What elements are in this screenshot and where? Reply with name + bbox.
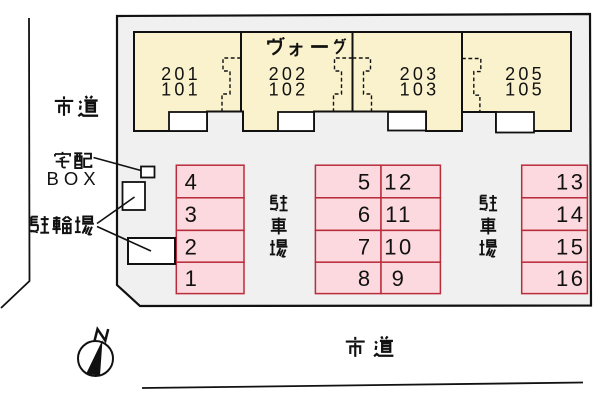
svg-text:12: 12 [384,170,413,195]
svg-text:2: 2 [185,234,200,259]
svg-text:202: 202 [269,64,309,84]
svg-text:105: 105 [505,80,545,100]
svg-text:205: 205 [505,64,545,84]
svg-text:16: 16 [556,266,585,291]
svg-text:14: 14 [556,202,585,227]
svg-text:102: 102 [269,80,309,100]
svg-text:7: 7 [358,234,373,259]
svg-text:5: 5 [358,170,373,195]
svg-text:3: 3 [185,202,200,227]
svg-text:10: 10 [384,234,413,259]
svg-text:201: 201 [161,64,201,84]
svg-text:13: 13 [556,170,585,195]
svg-text:BOX: BOX [47,168,101,189]
svg-text:9: 9 [392,266,407,291]
svg-text:4: 4 [185,170,200,195]
svg-text:15: 15 [556,234,585,259]
svg-text:1: 1 [185,266,200,291]
svg-text:103: 103 [400,80,440,100]
svg-text:11: 11 [385,202,413,227]
svg-text:8: 8 [358,266,373,291]
svg-text:101: 101 [161,80,201,100]
svg-text:6: 6 [358,202,373,227]
svg-text:203: 203 [400,64,440,84]
